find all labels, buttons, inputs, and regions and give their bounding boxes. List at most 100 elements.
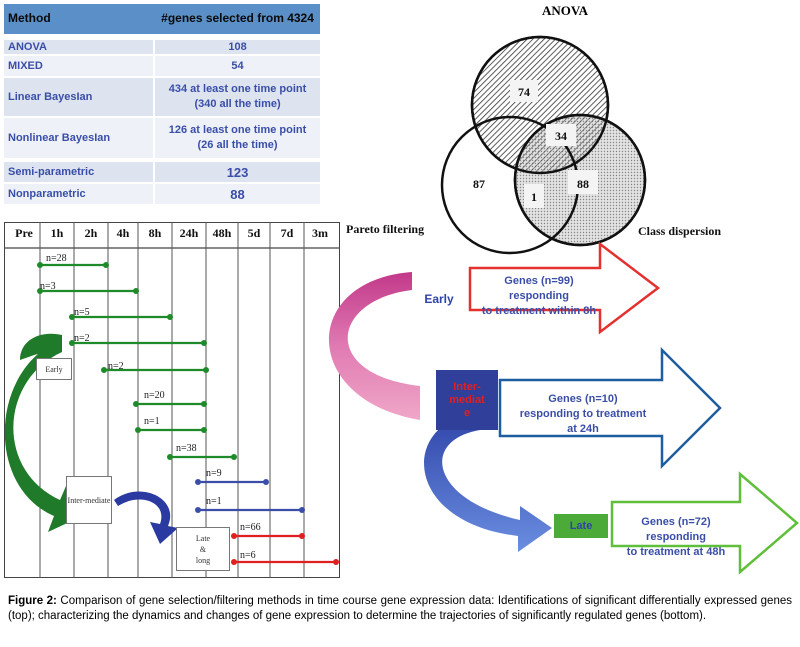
table-cell-genes: 54 <box>155 56 320 76</box>
table-row: Nonlinear BayesIan 126 at least one time… <box>4 118 320 158</box>
intermediate-tag-line3: e <box>463 406 471 419</box>
caption-label: Figure 2: <box>8 595 57 607</box>
pink-curve-arrow <box>328 272 420 420</box>
table-row: Nonparametric 88 <box>4 184 320 204</box>
timeline-bar-endpoint <box>231 559 237 565</box>
timeline-bar-endpoint <box>299 507 305 513</box>
caption-text: Comparison of gene selection/filtering m… <box>8 595 792 622</box>
venn-value-left-right: 1 <box>531 190 537 204</box>
timeline-bar-endpoint <box>133 288 139 294</box>
timeline-bar-endpoint <box>201 401 207 407</box>
table-cell-method: Semi-parametric <box>4 162 154 182</box>
venn-value-right-only: 88 <box>577 177 589 191</box>
timeline-bar-endpoint <box>333 559 339 565</box>
table-cell-genes: 434 at least one time point (340 all the… <box>155 78 320 116</box>
timeline-bar-endpoint <box>133 401 139 407</box>
early-tag: Early <box>412 287 466 311</box>
intermediate-box: Inter-mediate <box>66 476 112 524</box>
timeline-bar-label: n=20 <box>144 390 165 401</box>
timeline-bar-endpoint <box>135 427 141 433</box>
early-arrow-text: Genes (n=99) responding to treatment wit… <box>478 274 600 319</box>
table-row: ANOVA 108 <box>4 40 320 54</box>
late-arrow <box>610 471 799 575</box>
timeline-bar-endpoint <box>103 262 109 268</box>
table-cell-genes: 88 <box>155 184 320 204</box>
venn-title: ANOVA <box>542 3 588 18</box>
timeline-bar-label: n=38 <box>176 443 197 454</box>
intermediate-tag: Inter- mediat e <box>436 370 498 430</box>
timeline-bar-endpoint <box>69 314 75 320</box>
timeline-bar-label: n=66 <box>240 522 261 533</box>
timeline-bar-endpoint <box>69 340 75 346</box>
table-cell-genes: 123 <box>155 162 320 182</box>
intermediate-text-line3: at 24h <box>567 423 599 435</box>
timeline-bar-label: n=1 <box>144 416 160 427</box>
table-row: Semi-parametric 123 <box>4 162 320 182</box>
timeline-bar-endpoint <box>263 479 269 485</box>
intermediate-tag-line2: mediat <box>449 393 485 406</box>
venn-label-pareto: Pareto filtering <box>346 222 425 236</box>
intermediate-text-line2: responding to treatment <box>519 408 647 420</box>
intermediate-tag-line1: Inter- <box>453 380 481 393</box>
timeline-column-header: 7d <box>280 226 294 240</box>
timeline-column-header: 2h <box>84 226 98 240</box>
methods-table: Method #genes selected from 4324 ANOVA 1… <box>4 4 320 204</box>
venn-value-left-only: 87 <box>473 177 485 191</box>
timeline-column-header: 5d <box>247 226 261 240</box>
table-row: Linear BayesIan 434 at least one time po… <box>4 78 320 116</box>
table-cell-genes: 126 at least one time point (26 all the … <box>155 118 320 158</box>
late-arrow-text: Genes (n=72) responding to treatment at … <box>614 515 738 560</box>
table-cell-genes-line2: (26 all the time) <box>197 139 278 151</box>
timeline-bar-endpoint <box>195 507 201 513</box>
intermediate-curve-arrow <box>114 491 178 544</box>
timeline-column-header: 3m <box>312 226 328 240</box>
late-text-line2: to treatment at 48h <box>626 546 726 558</box>
timeline-column-header: 24h <box>179 226 199 240</box>
late-box-line3: long <box>195 555 211 565</box>
venn-value-top-only: 74 <box>518 85 530 99</box>
venn-diagram: 74 34 87 1 88 <box>440 35 647 255</box>
table-cell-genes-line1: 434 at least one time point <box>168 83 307 95</box>
venn-value-top-right: 34 <box>555 129 567 143</box>
table-cell-genes: 108 <box>155 40 320 54</box>
early-arrow <box>468 241 661 335</box>
timeline-bar-endpoint <box>201 340 207 346</box>
timeline-bar-endpoint <box>167 314 173 320</box>
table-header-method: Method <box>8 11 51 25</box>
timeline-bar-label: n=9 <box>206 468 222 479</box>
blue-curve-arrow <box>424 412 552 552</box>
intermediate-arrow-text: Genes (n=10) responding to treatment at … <box>508 392 658 437</box>
timeline-bar-label: n=3 <box>40 281 56 292</box>
timeline-bar-endpoint <box>167 454 173 460</box>
timeline-bar-label: n=28 <box>46 253 67 264</box>
timeline-bar-endpoint <box>195 479 201 485</box>
intermediate-text-line1: Genes (n=10) <box>548 393 618 405</box>
timeline-bar-endpoint <box>231 454 237 460</box>
timeline-bar-endpoint <box>201 427 207 433</box>
timeline-bar-label: n=2 <box>108 361 124 372</box>
timeline-column-header: 8h <box>148 226 162 240</box>
table-cell-method: Nonlinear BayesIan <box>4 118 154 158</box>
timeline-column-header: Pre <box>15 226 33 240</box>
timeline-column-header: 1h <box>50 226 64 240</box>
timeline-bar-label: n=2 <box>74 333 90 344</box>
timeline-bar-label: n=1 <box>206 496 222 507</box>
timeline-bar-endpoint <box>231 533 237 539</box>
table-cell-method: Nonparametric <box>4 184 154 204</box>
late-box-line1: Late <box>195 533 211 543</box>
response-arrows <box>328 241 799 575</box>
timeline-bar-endpoint <box>203 367 209 373</box>
late-box-line2: & <box>199 544 207 554</box>
early-curve-arrow <box>4 340 78 532</box>
timeline-bar-label: n=5 <box>74 307 90 318</box>
table-cell-genes-line1: 126 at least one time point <box>168 124 307 136</box>
table-cell-genes-line2: (340 all the time) <box>194 98 281 110</box>
table-cell-method: MIXED <box>4 56 154 76</box>
table-header-genes: #genes selected from 4324 <box>161 11 314 25</box>
timeline-bar-endpoint <box>101 367 107 373</box>
early-text-line2: to treatment within 8h <box>481 305 597 317</box>
timeline-chart: n=28n=3n=5n=2n=2n=20n=1n=38n=9n=1n=66n=6 <box>4 222 340 578</box>
figure-caption: Figure 2: Comparison of gene selection/f… <box>8 594 792 624</box>
table-row: MIXED 54 <box>4 56 320 76</box>
timeline-bar-endpoint <box>37 288 43 294</box>
